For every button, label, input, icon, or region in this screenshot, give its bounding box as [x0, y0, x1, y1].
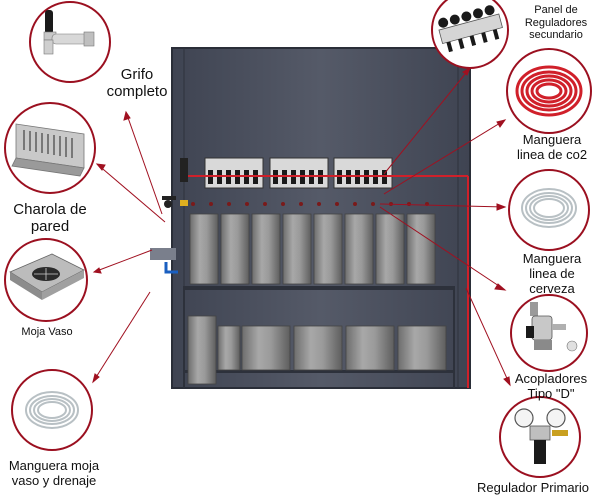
rinser-bracket — [150, 248, 176, 260]
drain-hose-circle — [11, 369, 93, 451]
leader-lines — [92, 66, 511, 387]
drip-tray-icon — [11, 123, 85, 177]
faucet-circle — [29, 1, 111, 83]
regulator-panel-label: Panel de Reguladores secundario — [524, 4, 588, 42]
primary-regulator-label: Regulador Primario — [477, 480, 589, 495]
drip-tray-circle — [4, 102, 96, 194]
drain-hose-label: Manguera moja vaso y drenaje — [8, 458, 100, 488]
cabinet-faucet — [162, 158, 188, 208]
clear-hose-coil-icon — [521, 188, 577, 228]
primary-regulator-circle — [499, 396, 581, 478]
coupler-circle — [510, 294, 588, 372]
primary-regulator-icon — [514, 408, 568, 464]
drain-pipe — [164, 262, 178, 274]
glass-rinser-label: Moja Vaso — [21, 326, 73, 338]
drip-tray-label: Charola de pared — [13, 201, 87, 236]
lower-kegs — [187, 315, 447, 385]
red-hose-coil-icon — [515, 65, 583, 117]
upper-kegs — [189, 213, 436, 285]
glass-rinser-icon — [9, 253, 85, 300]
shelf — [183, 286, 455, 388]
coupler-label: Acopladores Tipo "D" — [514, 371, 588, 401]
regulator-panels — [204, 157, 393, 189]
regulator-panel-icon — [438, 5, 503, 53]
co2-line — [180, 175, 469, 388]
clear-hose-coil-icon — [25, 391, 79, 429]
co2-hose-label: Manguera linea de co2 — [516, 132, 588, 162]
beer-hose-label: Manguera linea de cerveza — [522, 251, 582, 296]
beer-hose-circle — [508, 169, 590, 251]
glass-rinser-circle — [4, 238, 88, 322]
regulator-panel-circle — [431, 0, 509, 69]
faucet-label: Grifo completo — [106, 66, 168, 101]
coupler-icon — [526, 302, 578, 352]
co2-hose-circle — [506, 48, 592, 134]
faucet-icon — [43, 10, 95, 55]
